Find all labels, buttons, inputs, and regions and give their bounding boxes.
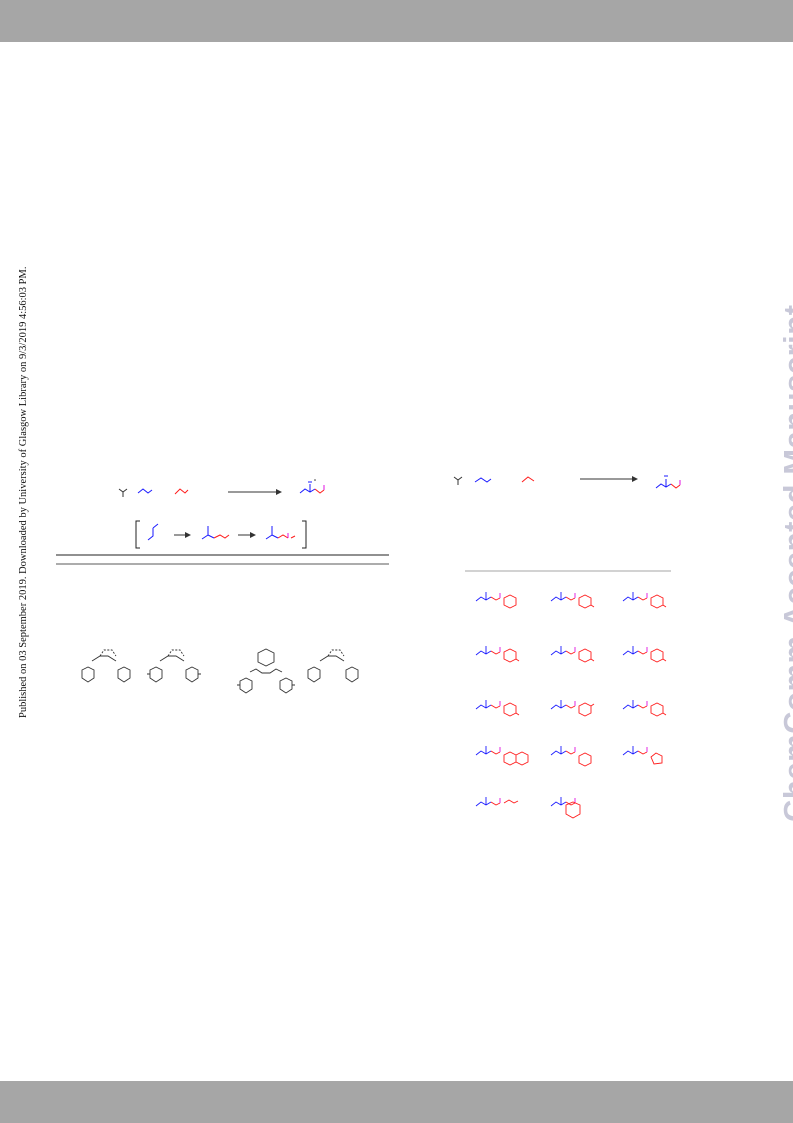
- intermediate-3: [265, 526, 279, 540]
- right-product-structure: [655, 475, 681, 489]
- table-rules: [56, 554, 389, 565]
- product-structure: [299, 479, 325, 494]
- intermediate-2: [201, 526, 215, 540]
- header-bar: [0, 0, 793, 42]
- ligand-4: [307, 649, 359, 683]
- right-catalyst-fragment: [453, 476, 463, 485]
- product-1c: [622, 592, 667, 609]
- right-red-alkene: [521, 476, 535, 483]
- ligand-3: [237, 648, 295, 694]
- mechanism-bracket: [135, 520, 307, 549]
- product-4c: [622, 746, 663, 765]
- product-4b: [550, 746, 592, 767]
- blue-amine-reactant: [137, 488, 153, 494]
- ligand-structures: [81, 648, 359, 694]
- product-4a: [475, 746, 529, 766]
- ligand-2: [147, 649, 201, 683]
- substrate-grid: [475, 592, 667, 819]
- ligand-1: [81, 649, 131, 683]
- product-5b: [550, 797, 581, 819]
- product-1a: [475, 592, 517, 609]
- catalyst-fragment: [118, 488, 128, 497]
- product-5a: [475, 797, 519, 807]
- red-alkene-reactant: [174, 488, 189, 495]
- footer-bar: [0, 1081, 793, 1123]
- product-3c: [622, 700, 667, 717]
- product-3b: [550, 700, 595, 717]
- product-1b: [550, 592, 595, 609]
- right-blue-amine: [474, 477, 492, 483]
- left-reaction-scheme: [118, 479, 325, 497]
- product-2a: [475, 646, 520, 663]
- product-2b: [550, 646, 595, 663]
- intermediate-1: [147, 523, 159, 541]
- product-3a: [475, 700, 520, 717]
- right-reaction-scheme: [453, 475, 681, 489]
- product-2c: [622, 646, 667, 663]
